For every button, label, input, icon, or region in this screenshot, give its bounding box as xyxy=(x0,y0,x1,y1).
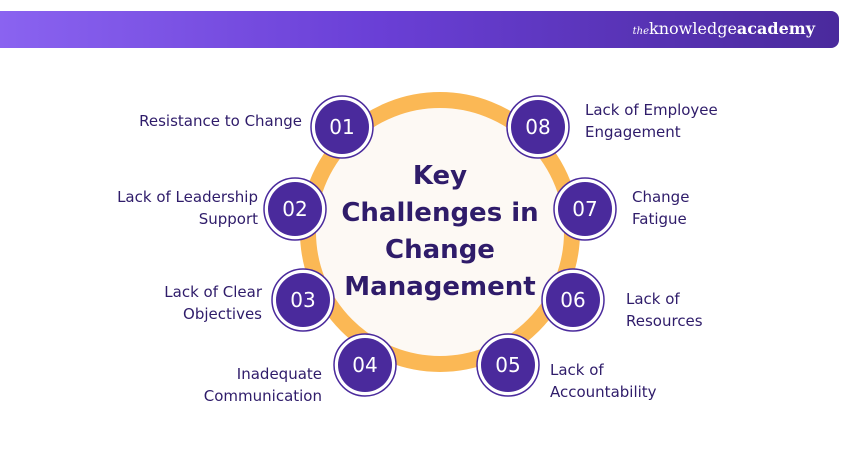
badge-number: 01 xyxy=(329,115,354,139)
diagram-title: Key Challenges in Change Management xyxy=(330,158,550,306)
badge-number: 04 xyxy=(352,353,377,377)
ring-inner xyxy=(316,108,564,356)
challenge-label-05: Lack of Accountability xyxy=(550,359,657,403)
badge-number: 02 xyxy=(282,197,307,221)
label-line: Fatigue xyxy=(632,210,687,228)
challenge-label-06: Lack of Resources xyxy=(626,288,703,332)
badge-disc xyxy=(481,338,535,392)
brand-name: knowledge xyxy=(649,19,737,38)
badge-disc xyxy=(546,273,600,327)
badge-02: 02 xyxy=(263,177,327,241)
badge-01: 01 xyxy=(310,95,374,159)
label-line: Support xyxy=(198,210,258,228)
label-line: Inadequate xyxy=(236,365,322,383)
badge-07: 07 xyxy=(553,177,617,241)
challenge-label-03: Lack of Clear Objectives xyxy=(164,281,262,325)
label-line: Resistance to Change xyxy=(139,112,302,130)
label-line: Resources xyxy=(626,312,703,330)
label-line: Change xyxy=(632,188,690,206)
label-line: Communication xyxy=(203,387,322,405)
brand-banner: theknowledgeacademy xyxy=(0,11,839,48)
challenge-label-07: Change Fatigue xyxy=(632,186,689,230)
badge-03: 03 xyxy=(271,268,335,332)
title-line: Key xyxy=(412,161,468,191)
label-line: Engagement xyxy=(585,123,681,141)
title-line: Management xyxy=(344,272,536,302)
badge-disc xyxy=(558,182,612,236)
label-line: Objectives xyxy=(183,305,262,323)
badge-disc xyxy=(511,100,565,154)
title-line: Challenges in xyxy=(341,198,539,228)
badge-disc xyxy=(268,182,322,236)
brand-suffix: academy xyxy=(736,19,815,38)
badge-05: 05 xyxy=(476,333,540,397)
badge-disc xyxy=(315,100,369,154)
label-line: Lack of Employee xyxy=(585,101,718,119)
brand-prefix: the xyxy=(632,26,650,37)
badge-06: 06 xyxy=(541,268,605,332)
challenge-label-02: Lack of Leadership Support xyxy=(117,186,258,230)
badge-08: 08 xyxy=(506,95,570,159)
label-line: Lack of Leadership xyxy=(117,188,258,206)
label-line: Lack of Clear xyxy=(164,283,262,301)
challenge-label-01: Resistance to Change xyxy=(139,110,302,132)
badge-disc xyxy=(276,273,330,327)
challenge-label-04: Inadequate Communication xyxy=(204,363,322,407)
badge-number: 08 xyxy=(525,115,550,139)
label-line: Accountability xyxy=(550,383,657,401)
badge-number: 07 xyxy=(572,197,597,221)
badge-number: 06 xyxy=(560,288,585,312)
badge-04: 04 xyxy=(333,333,397,397)
label-line: Lack of xyxy=(626,290,680,308)
badge-number: 05 xyxy=(495,353,520,377)
badge-disc xyxy=(338,338,392,392)
title-line: Change xyxy=(385,235,495,265)
brand-logo: theknowledgeacademy xyxy=(633,19,815,38)
label-line: Lack of xyxy=(550,361,604,379)
challenge-label-08: Lack of Employee Engagement xyxy=(585,99,718,143)
badge-number: 03 xyxy=(290,288,315,312)
